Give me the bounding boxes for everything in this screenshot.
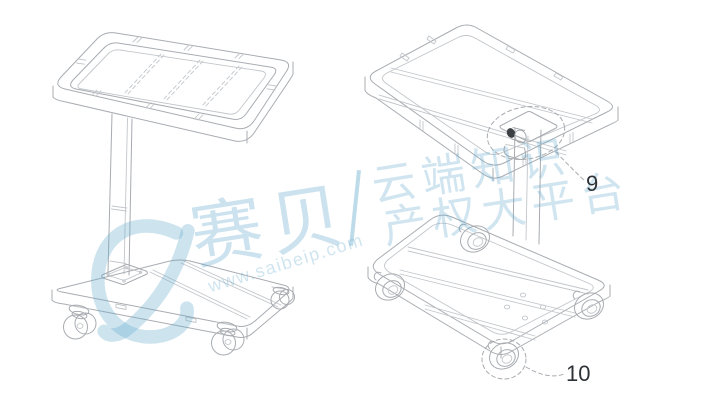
base-underside bbox=[367, 214, 611, 359]
caster-rear-right bbox=[270, 286, 295, 310]
column-mount-bracket bbox=[499, 111, 558, 245]
caster-underside-top bbox=[458, 223, 490, 253]
support-column bbox=[107, 113, 133, 276]
tray-underside bbox=[364, 24, 619, 182]
figure-left-cart bbox=[51, 32, 295, 356]
base-plate bbox=[51, 259, 294, 340]
part-label-10: 10 bbox=[566, 361, 591, 386]
leader-line-part-9 bbox=[555, 151, 586, 182]
part-label-9: 9 bbox=[586, 171, 599, 196]
caster-front-right bbox=[211, 321, 245, 356]
caster-underside-left bbox=[373, 271, 405, 301]
callout-circle-part-9 bbox=[486, 106, 566, 160]
leader-line-part-10 bbox=[525, 366, 565, 377]
figure-right-cart bbox=[364, 24, 619, 380]
thumb-screw-head bbox=[506, 128, 516, 138]
caster-front-left bbox=[63, 304, 97, 340]
caster-underside-right bbox=[572, 290, 604, 320]
callout-circle-part-10 bbox=[481, 338, 527, 380]
tray-top bbox=[52, 32, 294, 144]
